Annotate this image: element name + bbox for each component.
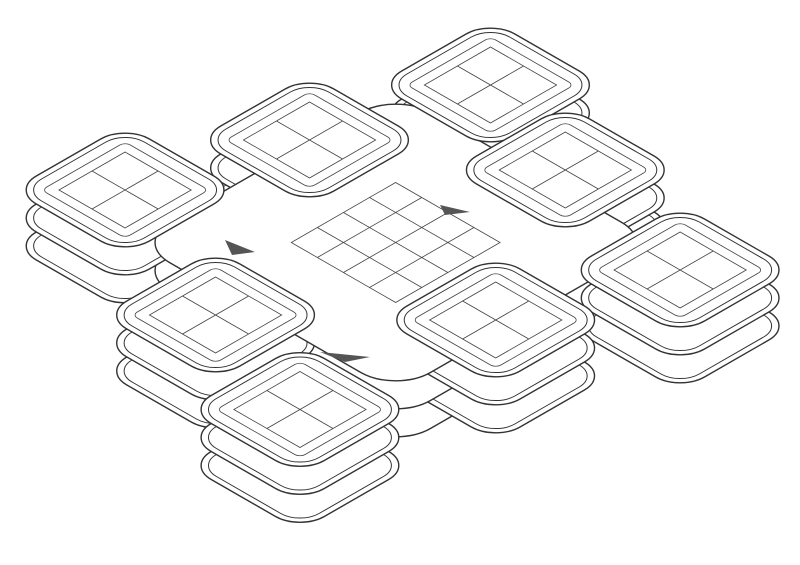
pod-right xyxy=(567,205,793,335)
pod-rail xyxy=(393,261,598,379)
level-1 xyxy=(0,0,800,514)
pod-roof-edge xyxy=(407,37,574,133)
pod-rail xyxy=(388,26,593,144)
pod-roof-edge xyxy=(216,362,383,458)
pod-lower-left xyxy=(102,250,328,380)
slab-grid-line xyxy=(343,213,447,273)
pod-upper-right xyxy=(452,105,678,235)
pod-rail xyxy=(207,81,412,199)
stair-icon xyxy=(225,240,255,255)
pod-beam xyxy=(92,171,158,209)
pod-roof-edge xyxy=(412,272,579,368)
pod-beam xyxy=(457,66,523,104)
stairs xyxy=(225,205,470,362)
pod-bottom xyxy=(187,345,413,475)
pod-center-bottom xyxy=(383,255,609,385)
pod-beam xyxy=(267,391,333,429)
pod-rail xyxy=(463,111,668,229)
pod-roof-edge xyxy=(226,92,393,188)
slab-grid-line xyxy=(317,228,421,288)
pod-rail xyxy=(197,351,402,469)
pod-beam xyxy=(276,121,342,159)
pod-beam xyxy=(463,301,529,339)
pod-beam xyxy=(532,151,598,189)
stair-icon xyxy=(440,205,470,215)
slab-grid-line xyxy=(370,228,474,288)
pod-top xyxy=(377,20,603,150)
pod-roof-edge xyxy=(42,142,209,238)
pod-rail xyxy=(113,256,318,374)
pod-beam xyxy=(647,251,713,289)
stair-icon xyxy=(320,352,370,362)
pod-left xyxy=(12,125,238,255)
pod-beam xyxy=(183,296,249,334)
pod-rail xyxy=(22,131,227,249)
pod-roof-edge xyxy=(482,122,649,218)
pod-roof-edge xyxy=(132,267,299,363)
pod-rail xyxy=(577,211,782,329)
pod-roof-edge xyxy=(597,222,764,318)
pod-upper-left xyxy=(196,75,422,205)
